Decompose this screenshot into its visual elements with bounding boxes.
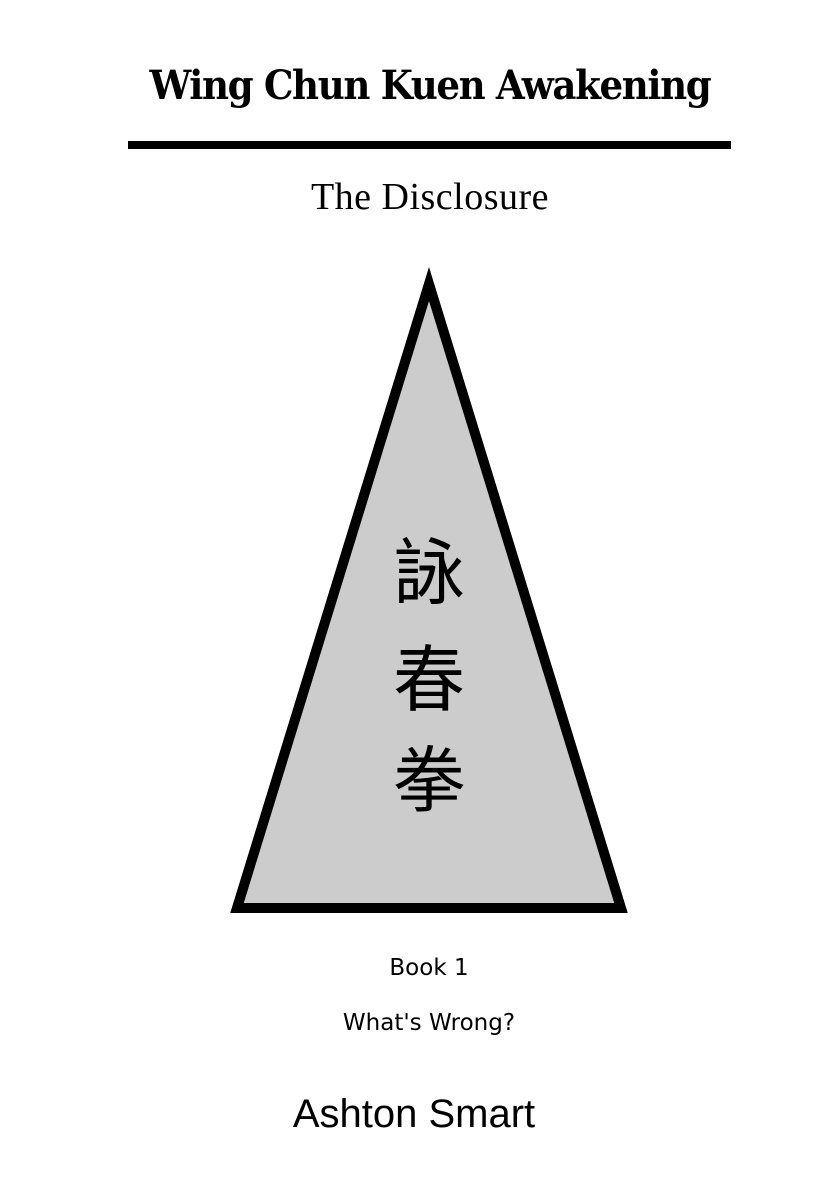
book-volume-title: What's Wrong? [342, 1010, 516, 1036]
cjk-character-chun: 春 [392, 638, 465, 722]
author-name: Ashton Smart [292, 1092, 536, 1136]
cjk-character-wing: 詠 [392, 531, 465, 615]
title-divider [128, 141, 731, 149]
book-title: Wing Chun Kuen Awakening [149, 62, 712, 109]
book-number: Book 1 [389, 955, 469, 981]
book-subtitle: The Disclosure [310, 176, 550, 218]
cjk-character-kuen: 拳 [392, 739, 465, 823]
